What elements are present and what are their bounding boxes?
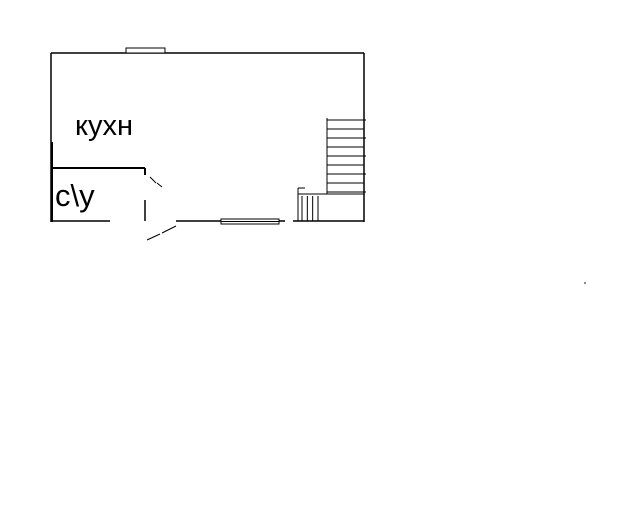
- room-label-bathroom: с\у: [55, 178, 95, 213]
- window-top: [125, 47, 166, 54]
- entrance-door-swing: [146, 225, 177, 241]
- staircase: [297, 118, 366, 221]
- window-bottom: [220, 218, 280, 225]
- room-label-kitchen: кухн: [75, 110, 133, 142]
- bathroom-walls: [51, 142, 146, 222]
- stray-dot: [584, 282, 586, 284]
- bathroom-door-swing: [149, 176, 163, 188]
